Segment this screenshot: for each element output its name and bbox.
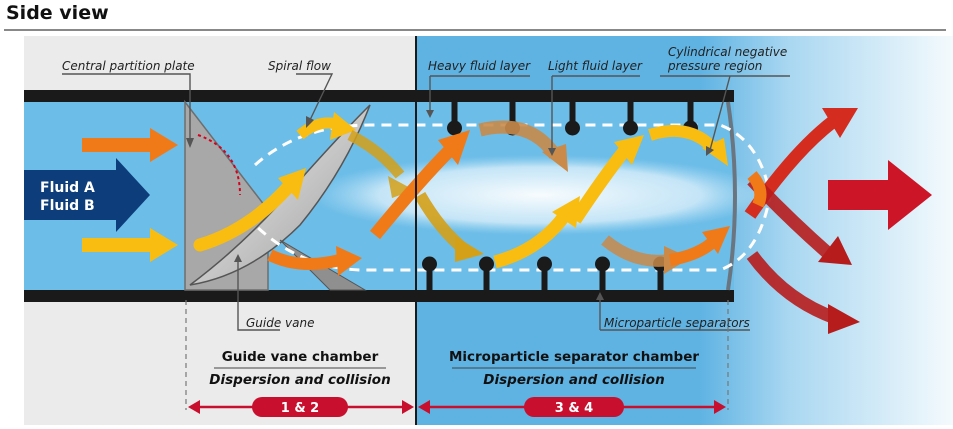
- badge-2: 3 & 4: [555, 401, 593, 416]
- bottom-separators: [422, 256, 668, 293]
- fluid-b-label: Fluid B: [40, 198, 95, 214]
- label-cylindrical-2: pressure region: [667, 59, 762, 73]
- partition-dashed-path: [197, 134, 241, 196]
- pipe-bottom-wall: [24, 290, 734, 302]
- label-spiral: Spiral flow: [268, 59, 331, 73]
- fluid-input-arrow: [24, 158, 150, 232]
- chamber-dividers: [185, 300, 729, 410]
- badge-1: 1 & 2: [281, 401, 319, 416]
- label-separators: Microparticle separators: [604, 316, 750, 330]
- label-light: Light fluid layer: [548, 59, 643, 73]
- chamber-1-title: Guide vane chamber: [222, 349, 379, 365]
- span-arrow-2: 3 & 4: [418, 397, 726, 417]
- input-arrow-orange: [82, 128, 178, 162]
- fluid-a-label: Fluid A: [40, 180, 95, 196]
- chamber-2-subtitle: Dispersion and collision: [483, 372, 664, 388]
- output-arrow: [828, 160, 932, 230]
- title-divider: [4, 29, 946, 31]
- span-arrow-1: 1 & 2: [188, 397, 414, 417]
- leader-lines: [62, 73, 790, 331]
- mist-region: [700, 36, 953, 425]
- label-partition: Central partition plate: [62, 59, 195, 73]
- label-cylindrical-1: Cylindrical negative: [668, 45, 787, 59]
- chamber-2-title: Microparticle separator chamber: [449, 349, 699, 365]
- guide-vane: [189, 104, 371, 286]
- label-guide-vane: Guide vane: [246, 316, 315, 330]
- input-arrow-yellow: [82, 228, 178, 262]
- pipe-top-wall: [24, 90, 734, 102]
- chamber-1-subtitle: Dispersion and collision: [209, 372, 390, 388]
- label-heavy: Heavy fluid layer: [428, 59, 531, 73]
- pipe-outlet-rim: [726, 101, 737, 291]
- page-title: Side view: [6, 2, 109, 24]
